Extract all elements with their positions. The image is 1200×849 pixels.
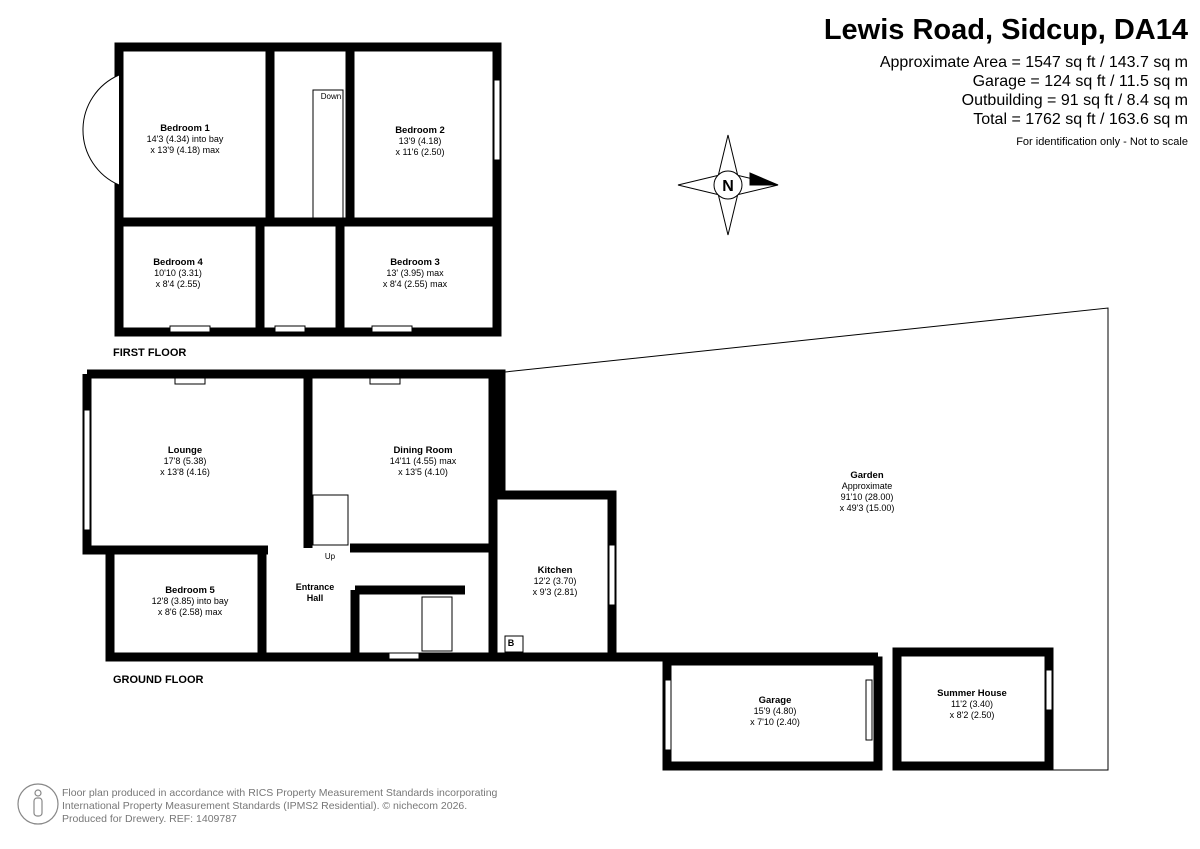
- compass-north: N: [722, 178, 734, 195]
- area-line: Outbuilding = 91 sq ft / 8.4 sq m: [961, 92, 1188, 109]
- boiler-label: B: [507, 638, 515, 648]
- scale-note: For identification only - Not to scale: [1016, 136, 1188, 148]
- footer: Floor plan produced in accordance with R…: [62, 787, 497, 826]
- header: Lewis Road, Sidcup, DA14 Approximate Are…: [824, 14, 1188, 152]
- info-icon: [17, 783, 59, 825]
- stairs-ground: [312, 494, 349, 546]
- area-line: Garage = 124 sq ft / 11.5 sq m: [972, 73, 1188, 90]
- walls: [82, 42, 1054, 771]
- footer-line: Floor plan produced in accordance with R…: [62, 787, 498, 799]
- first-floor-outline: [114, 42, 502, 337]
- stairs-up-label: Up: [324, 552, 336, 561]
- compass-icon: [677, 134, 779, 236]
- bath: [421, 596, 453, 652]
- footer-line: Produced for Drewery. REF: 1409787: [62, 813, 237, 825]
- garden-boundary: [504, 307, 1109, 771]
- area-line: Total = 1762 sq ft / 163.6 sq m: [973, 111, 1188, 128]
- first-floor-label: FIRST FLOOR: [113, 347, 187, 359]
- area-line: Approximate Area = 1547 sq ft / 143.7 sq…: [879, 54, 1188, 71]
- bay-window: [82, 74, 120, 186]
- ground-floor-label: GROUND FLOOR: [113, 674, 204, 686]
- stairs-down-label: Down: [320, 92, 342, 101]
- stairs-first: [312, 89, 344, 219]
- property-title: Lewis Road, Sidcup, DA14: [823, 14, 1188, 46]
- footer-line: International Property Measurement Stand…: [62, 800, 468, 812]
- boiler: [504, 635, 524, 653]
